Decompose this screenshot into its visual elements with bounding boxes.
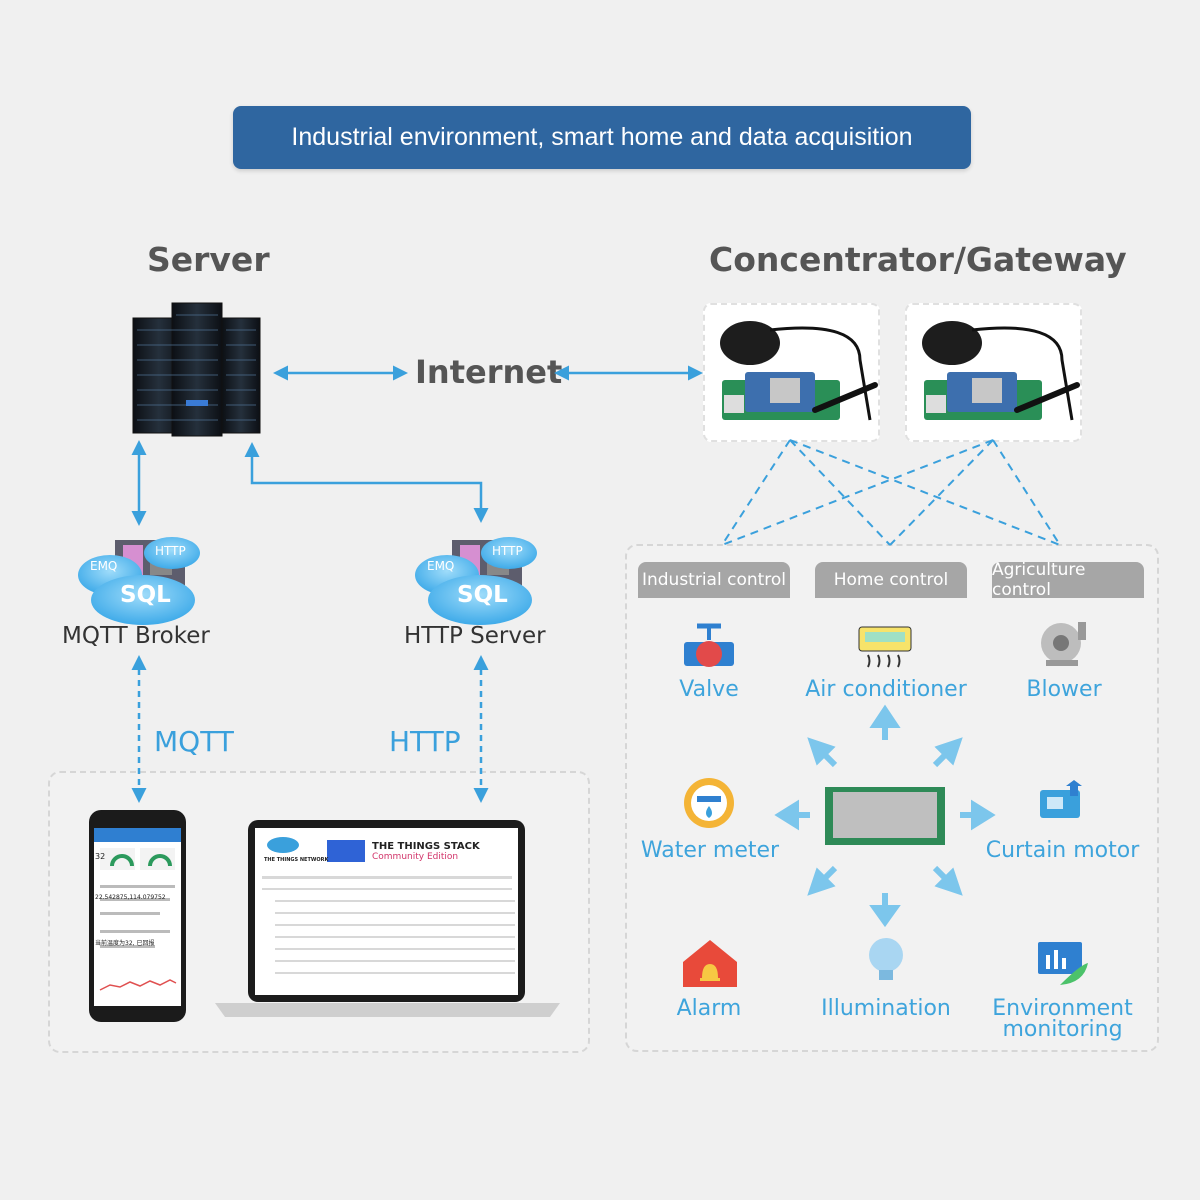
center-arrows	[774, 704, 996, 928]
ttn-logo-text: THE THINGS NETWORK	[264, 857, 329, 863]
tts-brand-text: THE THINGS STACK	[372, 841, 480, 852]
server-http-arrow	[244, 442, 489, 523]
http-emq-text: EMQ	[427, 559, 455, 573]
gateway-links	[721, 439, 1061, 546]
illumination-icon	[869, 938, 903, 980]
gateway-device-icon-1	[720, 321, 878, 421]
gateway-device-icon-2	[922, 321, 1080, 421]
title-banner: Industrial environment, smart home and d…	[233, 106, 971, 169]
mqtt-broker-cloud-icon	[78, 537, 200, 625]
server-rack-icon	[132, 302, 261, 437]
http-sql-text: SQL	[457, 582, 508, 608]
blower-label: Blower	[1026, 677, 1102, 702]
laptop-icon	[215, 820, 560, 1017]
curtain-motor-label: Curtain motor	[985, 838, 1140, 863]
phone-reading-text: 22.542875,114.079752	[95, 894, 166, 901]
gateway-heading: Concentrator/Gateway	[709, 240, 1127, 279]
server-heading: Server	[147, 240, 270, 279]
blower-icon	[1041, 622, 1086, 666]
air-conditioner-label: Air conditioner	[805, 677, 967, 702]
tts-edition-text: Community Edition	[372, 852, 459, 862]
tag-home-control: Home control	[815, 562, 967, 598]
broker-sql-text: SQL	[120, 582, 171, 608]
mqtt-broker-label: MQTT Broker	[62, 623, 210, 649]
environment-label-line2: monitoring	[1002, 1017, 1123, 1042]
tag-agriculture-control: Agriculture control	[992, 560, 1144, 600]
mqtt-protocol-label: MQTT	[154, 725, 234, 758]
http-http-text: HTTP	[492, 544, 523, 558]
http-protocol-label: HTTP	[389, 725, 461, 758]
water-meter-label: Water meter	[640, 838, 780, 863]
http-server-cloud-icon	[415, 537, 537, 625]
illumination-label: Illumination	[821, 996, 951, 1021]
valve-label: Valve	[679, 677, 739, 702]
lora-module-icon	[825, 787, 945, 845]
environment-label-line1: Environment	[992, 996, 1133, 1021]
valve-icon	[684, 623, 734, 667]
broker-emq-text: EMQ	[90, 559, 118, 573]
tag-industrial-control: Industrial control	[638, 562, 790, 598]
alarm-icon	[683, 940, 737, 987]
smartphone-icon	[89, 810, 186, 1022]
alarm-label: Alarm	[676, 996, 742, 1021]
water-meter-icon	[684, 778, 734, 828]
phone-note-text: 当前温度为32, 已回报	[95, 940, 155, 947]
banner-text: Industrial environment, smart home and d…	[291, 123, 913, 151]
http-server-label: HTTP Server	[404, 623, 546, 649]
environment-monitoring-icon	[1038, 942, 1088, 985]
phone-value-text: 32	[95, 852, 106, 861]
air-conditioner-icon	[858, 626, 912, 668]
internet-label: Internet	[415, 353, 563, 391]
curtain-motor-icon	[1040, 780, 1082, 818]
broker-http-text: HTTP	[155, 544, 186, 558]
